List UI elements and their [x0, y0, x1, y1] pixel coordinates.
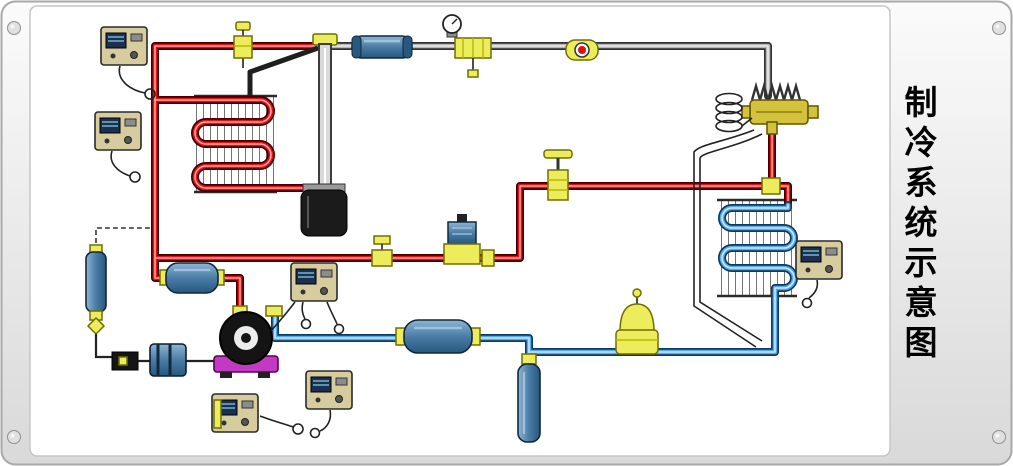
- sensor-wires: [110, 65, 819, 439]
- condenser-riser-pipe: [247, 45, 319, 96]
- switch-lever: [213, 399, 222, 429]
- expansion-valve: [741, 81, 819, 135]
- filter-drier: [351, 35, 413, 59]
- vertical-tank: [517, 353, 541, 443]
- diagram-title: 制 冷 系 统 示 意 图: [901, 86, 941, 359]
- pressure-switch-5: [305, 370, 353, 410]
- oil-separator: [159, 262, 225, 294]
- hand-valve: [543, 149, 573, 201]
- tee-fitting: [761, 177, 781, 195]
- pressure-switch-6: [795, 240, 843, 280]
- pressure-switch-2: [94, 111, 142, 151]
- suction-accumulator: [395, 319, 481, 354]
- union-fitting: [481, 249, 495, 267]
- pressure-switch-3: [290, 262, 338, 302]
- receiver-tank: [300, 183, 348, 237]
- pressure-switch-1: [100, 26, 148, 66]
- title-char: 冷: [904, 123, 938, 162]
- capillary-sensing-lines: [693, 129, 763, 348]
- pressure-regulator: [442, 14, 492, 78]
- compressor: [213, 305, 283, 378]
- liquid-filter: [85, 244, 112, 359]
- moisture-indicator: [565, 39, 599, 61]
- sight-tube: [312, 33, 338, 193]
- service-valve: [371, 235, 393, 267]
- title-char: 制: [904, 83, 938, 122]
- dashed-control-line: [95, 227, 150, 247]
- control-box: [111, 351, 139, 371]
- title-char: 统: [904, 203, 938, 242]
- capillary-coil: [715, 92, 753, 133]
- title-char: 意: [904, 283, 938, 322]
- pump-motor: [138, 343, 214, 377]
- water-valve: [615, 288, 659, 355]
- discharge-valve: [233, 21, 253, 68]
- title-char: 图: [904, 323, 938, 362]
- solenoid-valve: [443, 214, 495, 267]
- title-char: 系: [904, 163, 938, 202]
- corner-screw-icon: [7, 21, 1006, 444]
- title-char: 示: [904, 243, 938, 282]
